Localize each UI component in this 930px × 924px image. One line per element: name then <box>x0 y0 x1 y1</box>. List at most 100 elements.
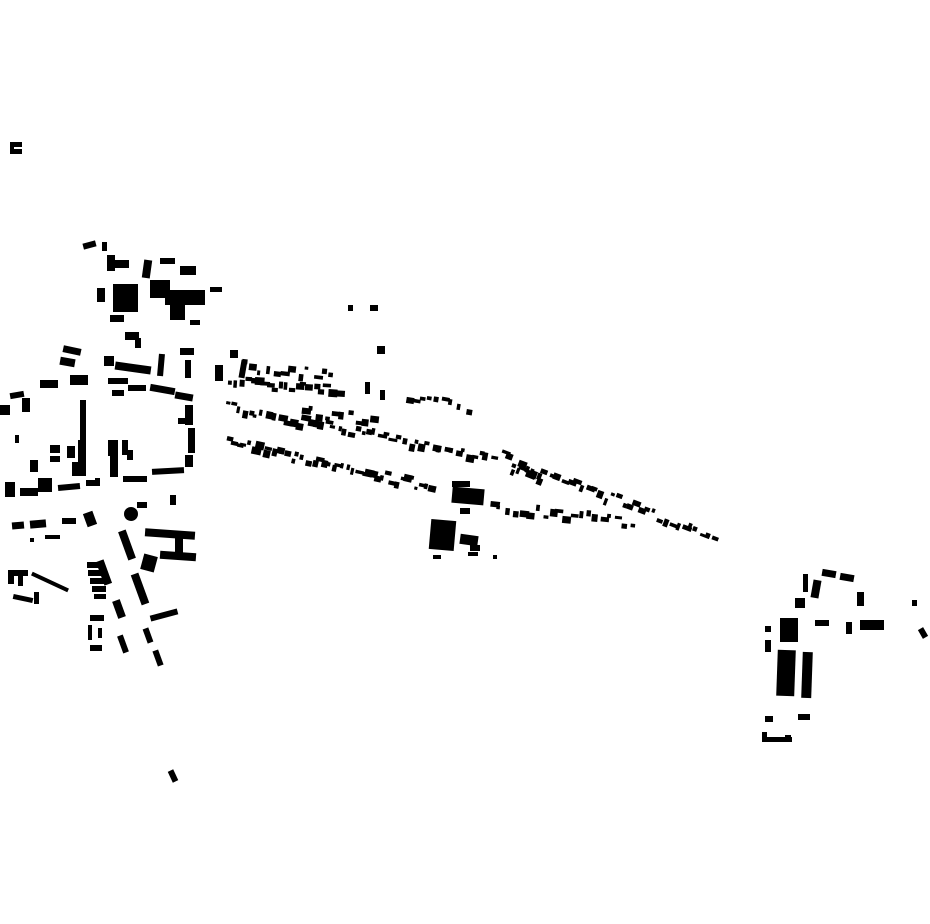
building <box>328 372 334 378</box>
building <box>839 572 855 583</box>
building <box>447 398 453 406</box>
building <box>157 353 165 377</box>
building <box>95 478 100 486</box>
building <box>92 586 106 592</box>
street-row-buildings-layer <box>225 358 719 542</box>
building <box>315 414 324 422</box>
building <box>304 366 309 370</box>
building <box>572 477 583 486</box>
building <box>414 486 418 491</box>
building <box>86 480 96 486</box>
building <box>98 628 102 638</box>
building <box>417 443 426 453</box>
building <box>361 430 366 436</box>
building <box>273 371 282 378</box>
building <box>765 626 771 632</box>
building <box>236 406 241 414</box>
building <box>504 452 514 461</box>
building <box>711 535 719 542</box>
building <box>355 425 362 432</box>
building <box>419 396 426 402</box>
building <box>82 510 98 528</box>
building <box>50 456 60 462</box>
building <box>80 400 86 440</box>
building <box>348 410 354 416</box>
building <box>393 481 400 489</box>
building <box>233 380 238 388</box>
building <box>535 504 541 512</box>
building <box>262 449 271 459</box>
building <box>159 550 197 562</box>
building <box>377 346 385 354</box>
building <box>72 462 78 476</box>
building <box>590 485 598 492</box>
building <box>776 649 796 697</box>
building <box>340 428 347 436</box>
building <box>801 651 813 699</box>
building <box>230 350 238 358</box>
building <box>110 455 118 477</box>
building <box>283 382 288 390</box>
building <box>337 411 345 420</box>
building <box>325 419 334 425</box>
building <box>175 538 183 556</box>
building <box>524 465 531 474</box>
building <box>600 516 610 523</box>
building <box>284 450 292 458</box>
building <box>705 532 711 538</box>
building <box>606 513 612 518</box>
building <box>427 484 437 493</box>
building <box>504 507 511 516</box>
building <box>317 389 325 395</box>
building <box>815 620 829 626</box>
building <box>423 483 429 490</box>
building <box>662 518 670 528</box>
building <box>917 627 929 639</box>
building <box>102 242 107 251</box>
building <box>860 620 884 630</box>
building <box>579 510 584 519</box>
building <box>304 384 313 391</box>
building <box>230 440 239 447</box>
building <box>675 522 682 531</box>
building <box>110 315 124 322</box>
building <box>452 481 470 487</box>
building <box>515 467 521 475</box>
building <box>246 440 252 446</box>
building <box>299 381 307 386</box>
building <box>561 515 572 524</box>
building <box>266 382 275 388</box>
building <box>245 376 253 382</box>
building <box>347 431 356 439</box>
building <box>456 403 461 411</box>
building <box>423 440 430 446</box>
building <box>295 422 304 431</box>
building <box>614 515 623 520</box>
building <box>0 405 10 415</box>
building <box>279 449 284 455</box>
building <box>388 437 398 443</box>
building <box>256 370 261 376</box>
building <box>610 492 616 497</box>
building <box>280 370 291 377</box>
building <box>104 356 114 366</box>
building <box>90 645 102 651</box>
building <box>45 535 60 539</box>
building <box>403 473 413 483</box>
building <box>322 383 332 388</box>
building <box>278 414 289 423</box>
building <box>316 420 325 431</box>
building <box>141 259 153 279</box>
building <box>10 142 22 147</box>
building <box>94 594 106 599</box>
building <box>31 571 69 593</box>
building <box>414 439 419 445</box>
building <box>602 497 609 506</box>
building <box>90 615 104 621</box>
building <box>185 405 193 425</box>
building <box>433 555 441 559</box>
building <box>379 474 385 481</box>
building <box>308 405 313 411</box>
building <box>460 447 465 453</box>
